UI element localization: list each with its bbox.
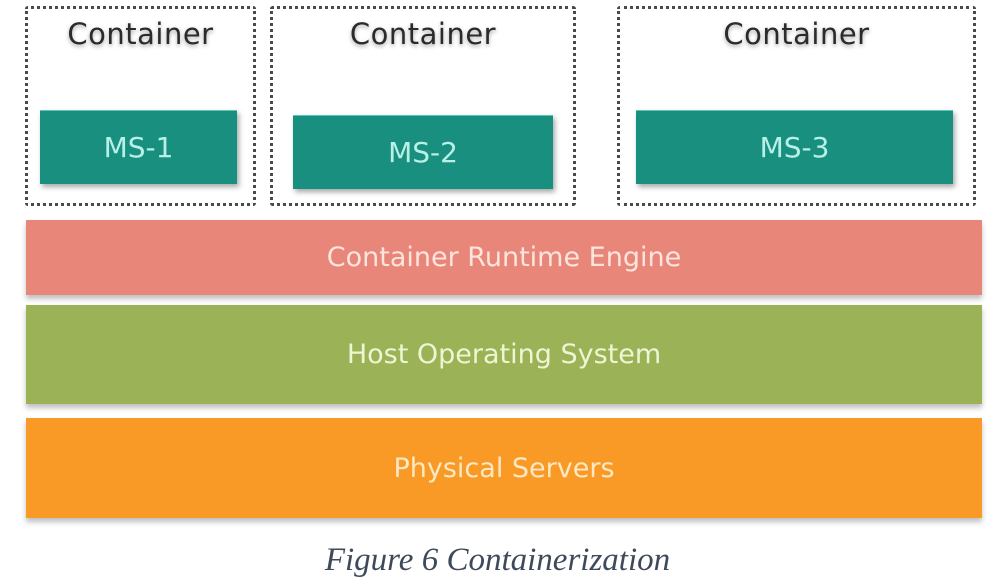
layer-host-operating-system-label: Host Operating System: [346, 339, 662, 370]
microservice-ms-3: MS-3: [636, 110, 953, 184]
container-2-label: Container: [349, 17, 497, 51]
layer-container-runtime-engine: Container Runtime Engine: [26, 220, 982, 295]
layer-physical-servers-label: Physical Servers: [393, 452, 615, 484]
container-1: Container MS-1: [25, 6, 256, 206]
container-2: Container MS-2: [270, 6, 576, 206]
layer-container-runtime-engine-label: Container Runtime Engine: [326, 242, 682, 273]
layer-physical-servers: Physical Servers: [26, 418, 982, 518]
layer-host-operating-system: Host Operating System: [26, 305, 982, 404]
microservice-ms-2: MS-2: [293, 115, 553, 189]
container-3: Container MS-3: [617, 6, 976, 206]
microservice-ms-1: MS-1: [40, 110, 237, 184]
figure-caption: Figure 6 Containerization: [324, 542, 671, 578]
container-1-label: Container: [67, 17, 214, 51]
container-3-label: Container: [723, 17, 870, 51]
